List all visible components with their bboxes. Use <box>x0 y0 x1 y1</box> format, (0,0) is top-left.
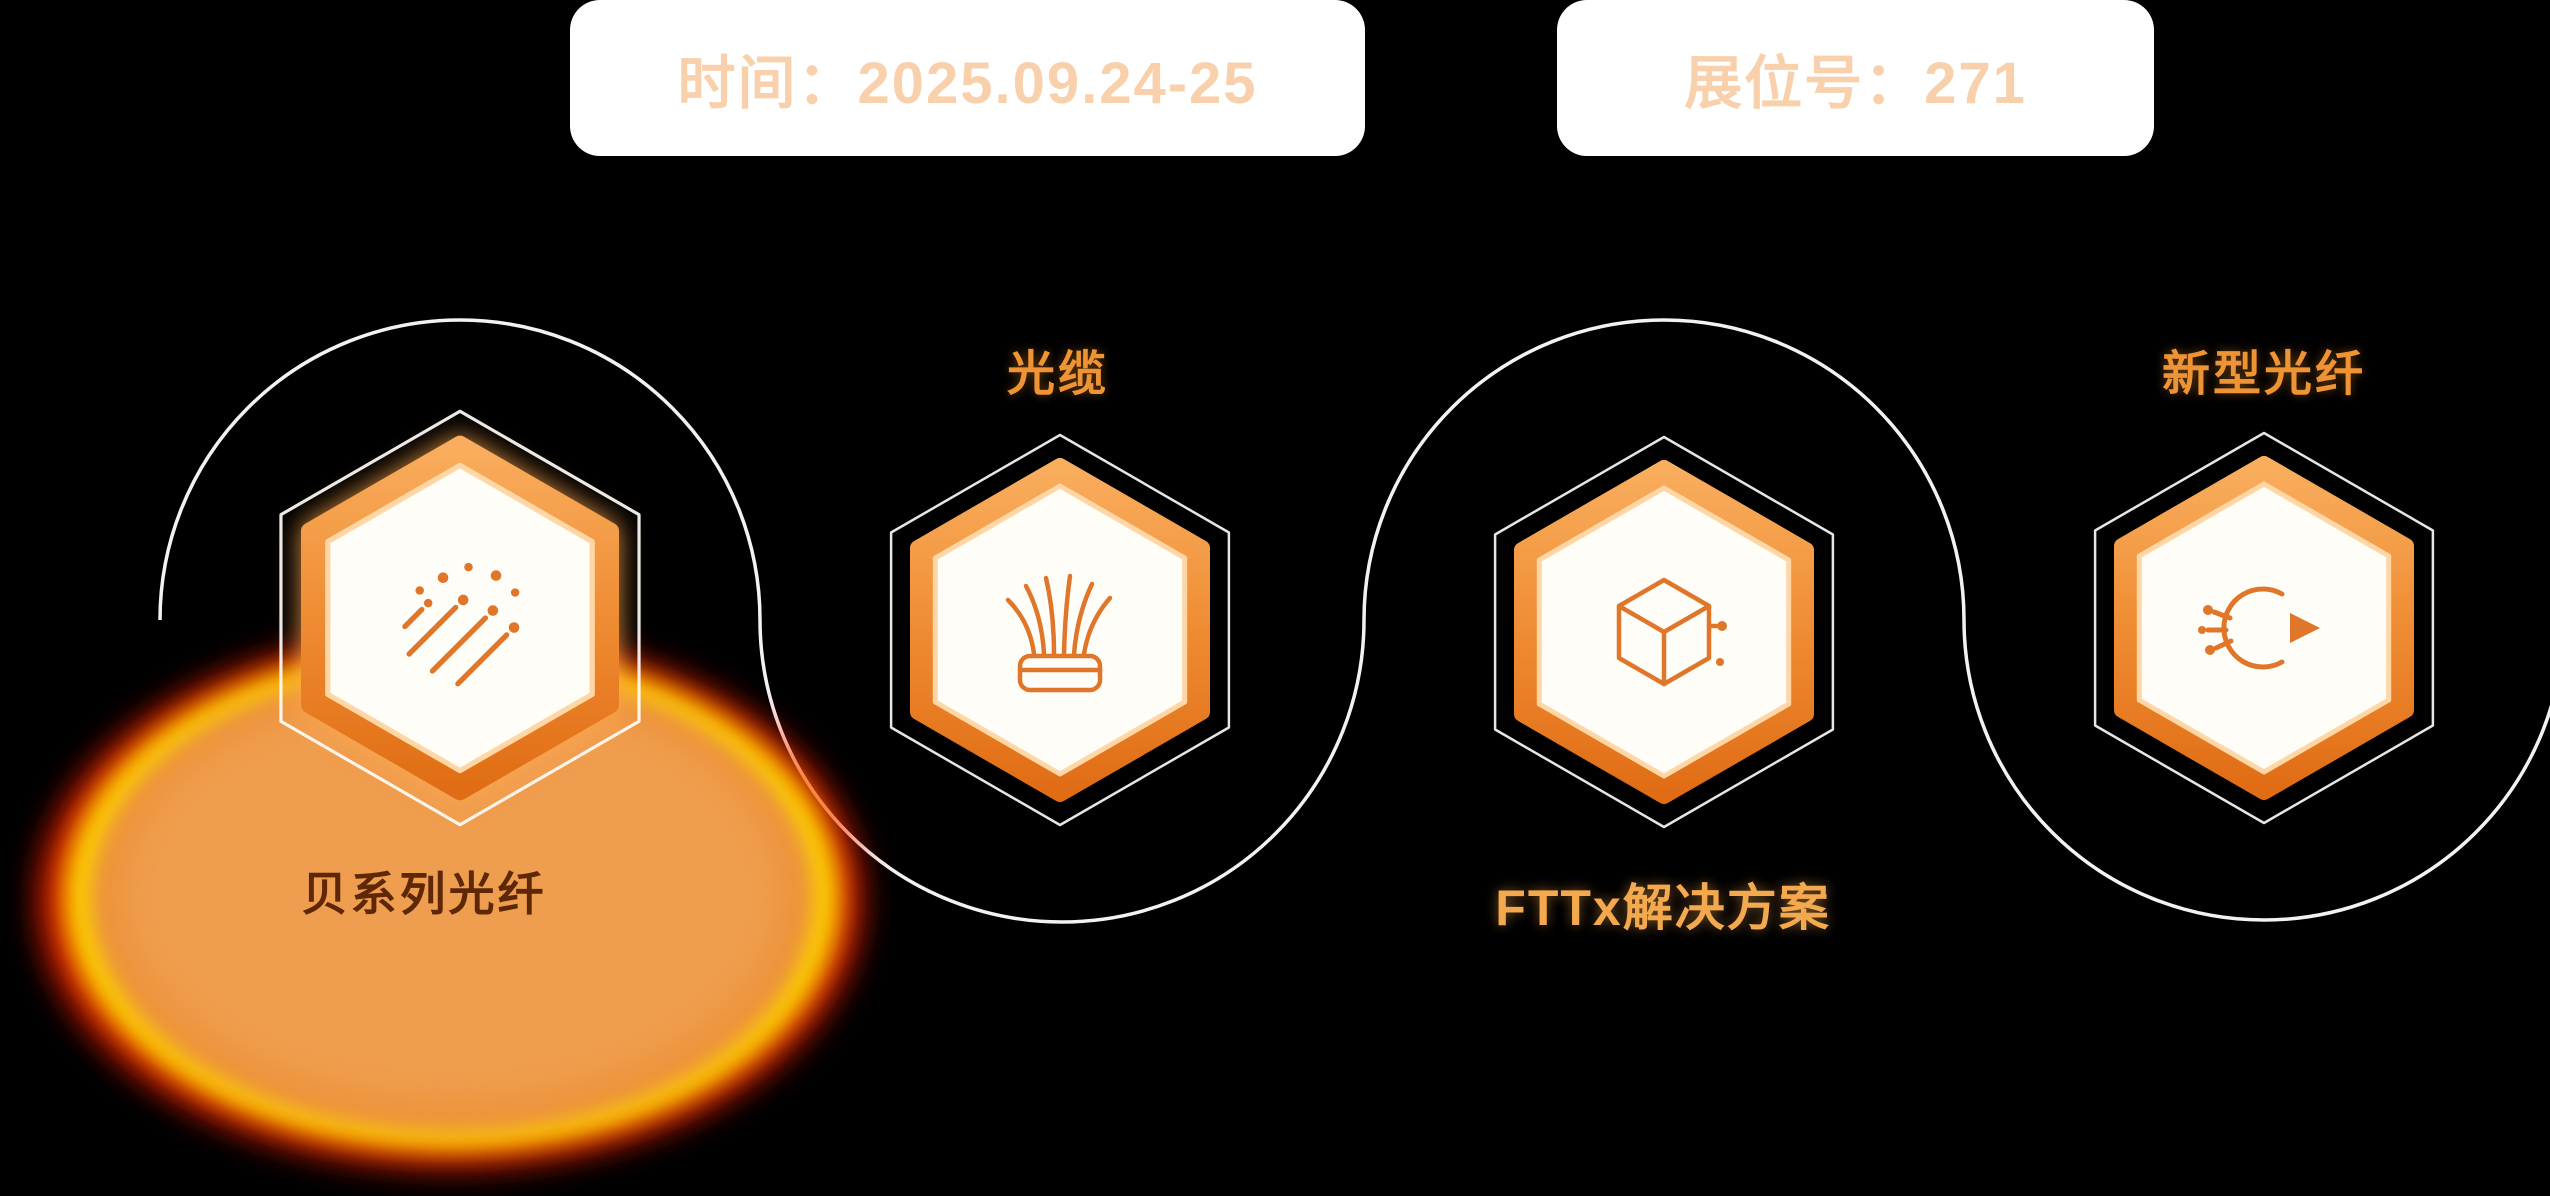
fiber-stream-icon <box>402 562 520 687</box>
hex-circuit-icon <box>1616 577 1727 687</box>
node-label-cable: 光缆 <box>1006 348 1110 401</box>
booth-badge: 展位号：271 <box>1557 0 2154 156</box>
highlight-glow <box>38 632 862 1168</box>
hex-outline <box>279 409 641 827</box>
booth-badge-label: 展位号：271 <box>1684 51 2027 116</box>
time-badge-label: 时间：2025.09.24-25 <box>677 51 1258 116</box>
hex-face <box>325 462 595 774</box>
connector-wave <box>158 318 2550 924</box>
hex-outline <box>889 433 1231 827</box>
glow-orange-core-soft <box>122 686 782 1102</box>
hex-outline <box>1493 435 1835 829</box>
node-label-new-fiber: 新型光纤 <box>2161 348 2367 401</box>
node-hex-cable <box>889 433 1231 827</box>
hex-outline <box>2093 431 2435 825</box>
time-badge: 时间：2025.09.24-25 <box>570 0 1365 156</box>
node-hex-bei-fiber <box>279 409 641 827</box>
node-label-bei-fiber: 贝系列光纤 <box>301 868 547 920</box>
hex-face <box>2136 481 2392 775</box>
node-hex-fttx <box>1493 435 1835 829</box>
circuit-arrow-icon <box>2198 586 2320 670</box>
node-label-fttx: FTTx解决方案 <box>1495 880 1831 936</box>
optical-cable-icon <box>1005 573 1113 693</box>
node-hex-new-fiber <box>2093 431 2435 825</box>
hex-face <box>932 483 1188 777</box>
